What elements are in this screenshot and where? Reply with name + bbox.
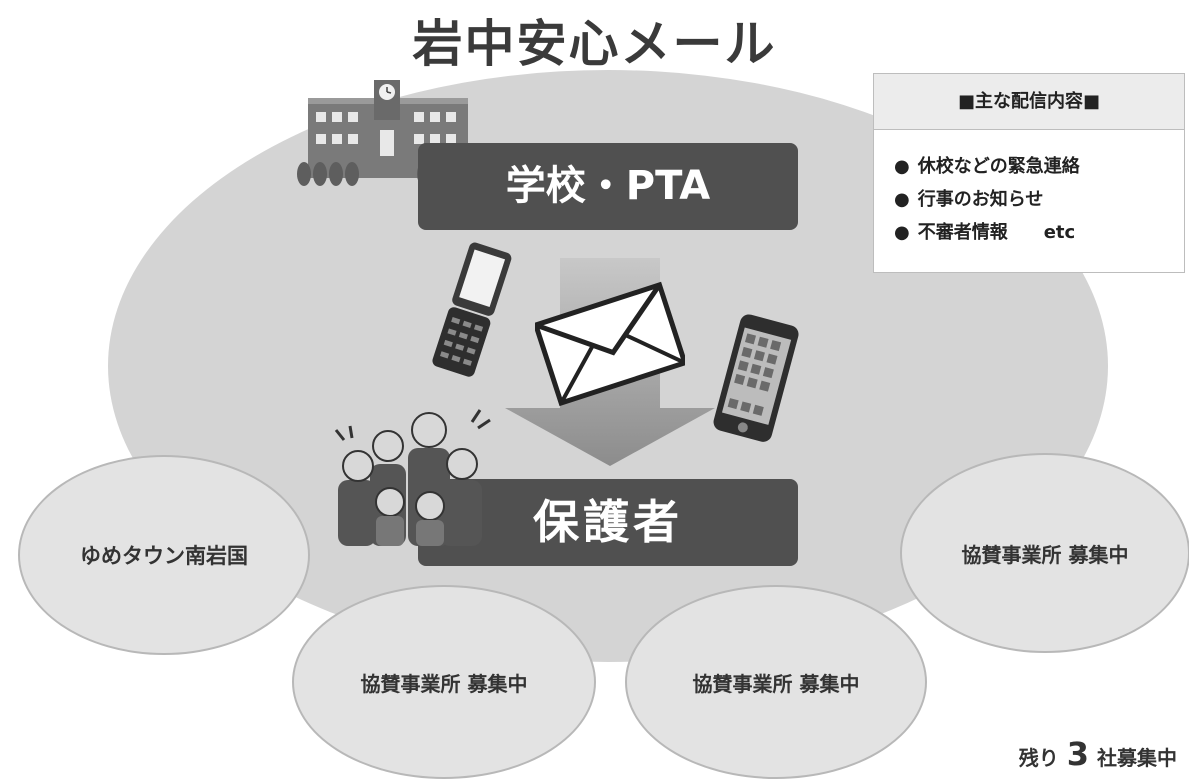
content-info-box: ■主な配信内容■ ● 休校などの緊急連絡 ● 行事のお知らせ ● 不審者情報 etc — [873, 73, 1185, 273]
bullet-icon: ● — [894, 156, 910, 177]
list-item: ● 休校などの緊急連絡 — [894, 150, 1184, 183]
sponsor-circle-yumetown: ゆめタウン南岩国 — [18, 455, 310, 655]
content-list: ● 休校などの緊急連絡 ● 行事のお知らせ ● 不審者情報 etc — [874, 130, 1184, 249]
school-building-icon — [297, 80, 468, 186]
sponsor-label: 協賛事業所 募集中 — [692, 671, 860, 696]
flip-phone-icon — [432, 242, 512, 377]
family-group-icon — [334, 409, 491, 546]
sponsor-circle-open-3: 協賛事業所 募集中 — [900, 453, 1189, 653]
smartphone-icon — [713, 314, 799, 442]
school-pta-node: 学校・PTA — [418, 143, 798, 230]
list-item-text: 行事のお知らせ — [917, 189, 1044, 210]
sponsor-label: 協賛事業所 募集中 — [360, 671, 528, 696]
sponsor-label: 協賛事業所 募集中 — [961, 542, 1129, 567]
bullet-icon: ● — [894, 222, 910, 243]
sponsor-circle-open-2: 協賛事業所 募集中 — [625, 585, 927, 779]
sponsor-label: ゆめタウン南岩国 — [80, 544, 248, 568]
remaining-count: 3 — [1066, 735, 1089, 773]
info-box-heading: ■主な配信内容■ — [874, 74, 1184, 130]
list-item: ● 不審者情報 etc — [894, 216, 1184, 249]
list-item: ● 行事のお知らせ — [894, 183, 1184, 216]
remaining-suffix: 社募集中 — [1097, 746, 1177, 770]
envelope-icon — [535, 281, 685, 407]
sponsor-circle-open-1: 協賛事業所 募集中 — [292, 585, 596, 779]
remaining-prefix: 残り — [1018, 746, 1059, 770]
bullet-icon: ● — [894, 189, 910, 210]
list-item-text: 不審者情報 etc — [917, 222, 1076, 243]
list-item-text: 休校などの緊急連絡 — [917, 156, 1080, 177]
page-title: 岩中安心メール — [412, 15, 777, 73]
remaining-slots-text: 残り 3 社募集中 — [1019, 735, 1177, 773]
